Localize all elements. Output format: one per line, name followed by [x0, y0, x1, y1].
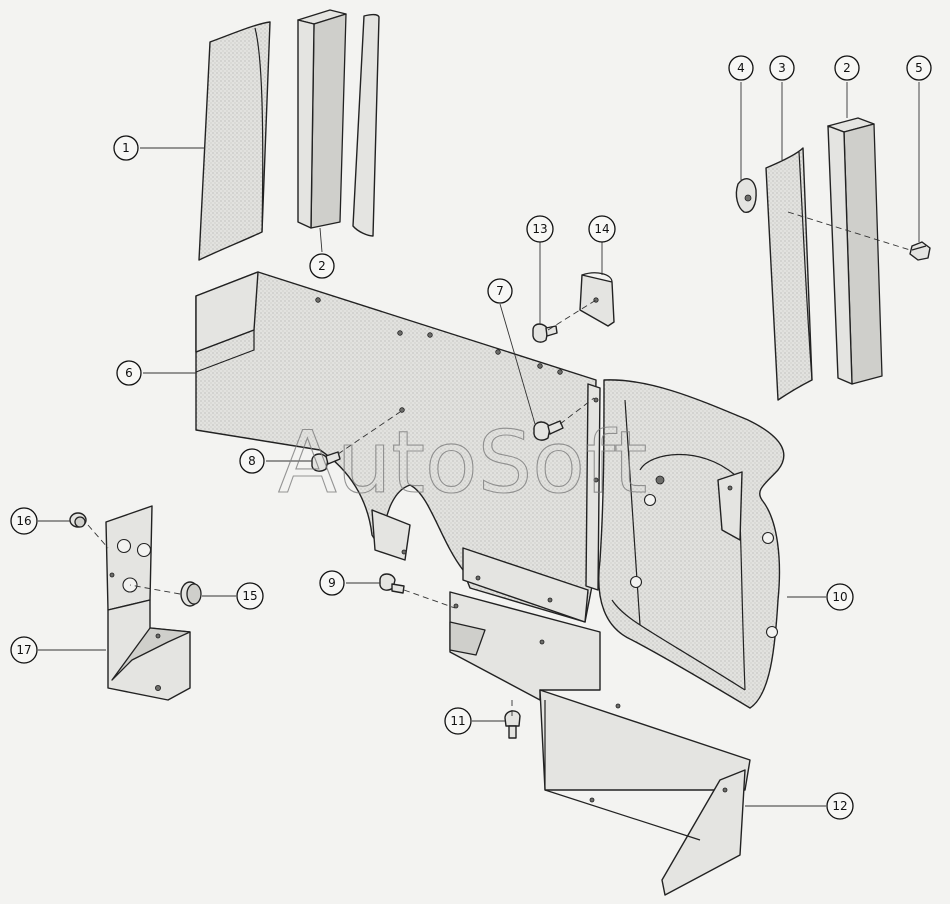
callout-8-label: 8 — [248, 454, 256, 468]
callout-7: 7 — [487, 278, 513, 304]
part-11-screw — [504, 710, 521, 739]
callout-14-label: 14 — [594, 222, 609, 236]
part-1-trim-panel — [198, 21, 271, 261]
callout-2-right-label: 2 — [843, 61, 851, 75]
callout-13: 13 — [526, 215, 554, 243]
part-2-box-bar-right — [827, 117, 883, 385]
callout-5: 5 — [906, 55, 932, 81]
callout-6: 6 — [116, 360, 142, 386]
callout-17-label: 17 — [16, 643, 31, 657]
callout-9: 9 — [319, 570, 345, 596]
part-5-screw — [909, 241, 931, 261]
callout-1: 1 — [113, 135, 139, 161]
part-16-grommet — [69, 512, 87, 528]
callout-14: 14 — [588, 215, 616, 243]
part-15-grommet — [180, 581, 202, 607]
callout-10: 10 — [826, 583, 854, 611]
callout-4-label: 4 — [737, 61, 745, 75]
callout-12: 12 — [826, 792, 854, 820]
callout-12-label: 12 — [832, 799, 847, 813]
thin-seal-strip — [352, 13, 380, 237]
callout-13-label: 13 — [532, 222, 547, 236]
callout-6-label: 6 — [125, 366, 133, 380]
callout-17: 17 — [10, 636, 38, 664]
callout-5-label: 5 — [915, 61, 923, 75]
callout-16: 16 — [10, 507, 38, 535]
part-17-side-bracket — [105, 505, 191, 701]
callout-8: 8 — [239, 448, 265, 474]
part-2-box-bar-left — [297, 9, 347, 229]
part-8-screw — [311, 451, 341, 472]
callout-2-upper: 2 — [309, 253, 335, 279]
part-14-bracket — [579, 272, 615, 327]
part-7-screw — [533, 420, 564, 441]
part-9-screw — [379, 573, 405, 594]
callout-3: 3 — [769, 55, 795, 81]
callout-2-right: 2 — [834, 55, 860, 81]
callout-1-label: 1 — [122, 141, 130, 155]
leader-lines — [38, 82, 920, 807]
part-4-clip — [735, 178, 757, 213]
callout-11: 11 — [444, 707, 472, 735]
callout-7-label: 7 — [496, 284, 504, 298]
watermark-text: AutoSoft — [278, 413, 647, 513]
part-10-side-panel — [585, 379, 785, 709]
part-13-screw — [532, 323, 558, 343]
callout-15: 15 — [236, 582, 264, 610]
part-3-trim-panel-right — [765, 147, 813, 401]
callout-16-label: 16 — [16, 514, 31, 528]
callout-9-label: 9 — [328, 576, 336, 590]
callout-3-label: 3 — [778, 61, 786, 75]
part-12-lower-bracket — [449, 591, 751, 896]
assembly-lines — [87, 211, 911, 716]
callout-11-label: 11 — [450, 714, 465, 728]
callout-10-label: 10 — [832, 590, 847, 604]
callout-15-label: 15 — [242, 589, 257, 603]
callout-4: 4 — [728, 55, 754, 81]
callout-2-upper-label: 2 — [318, 259, 326, 273]
